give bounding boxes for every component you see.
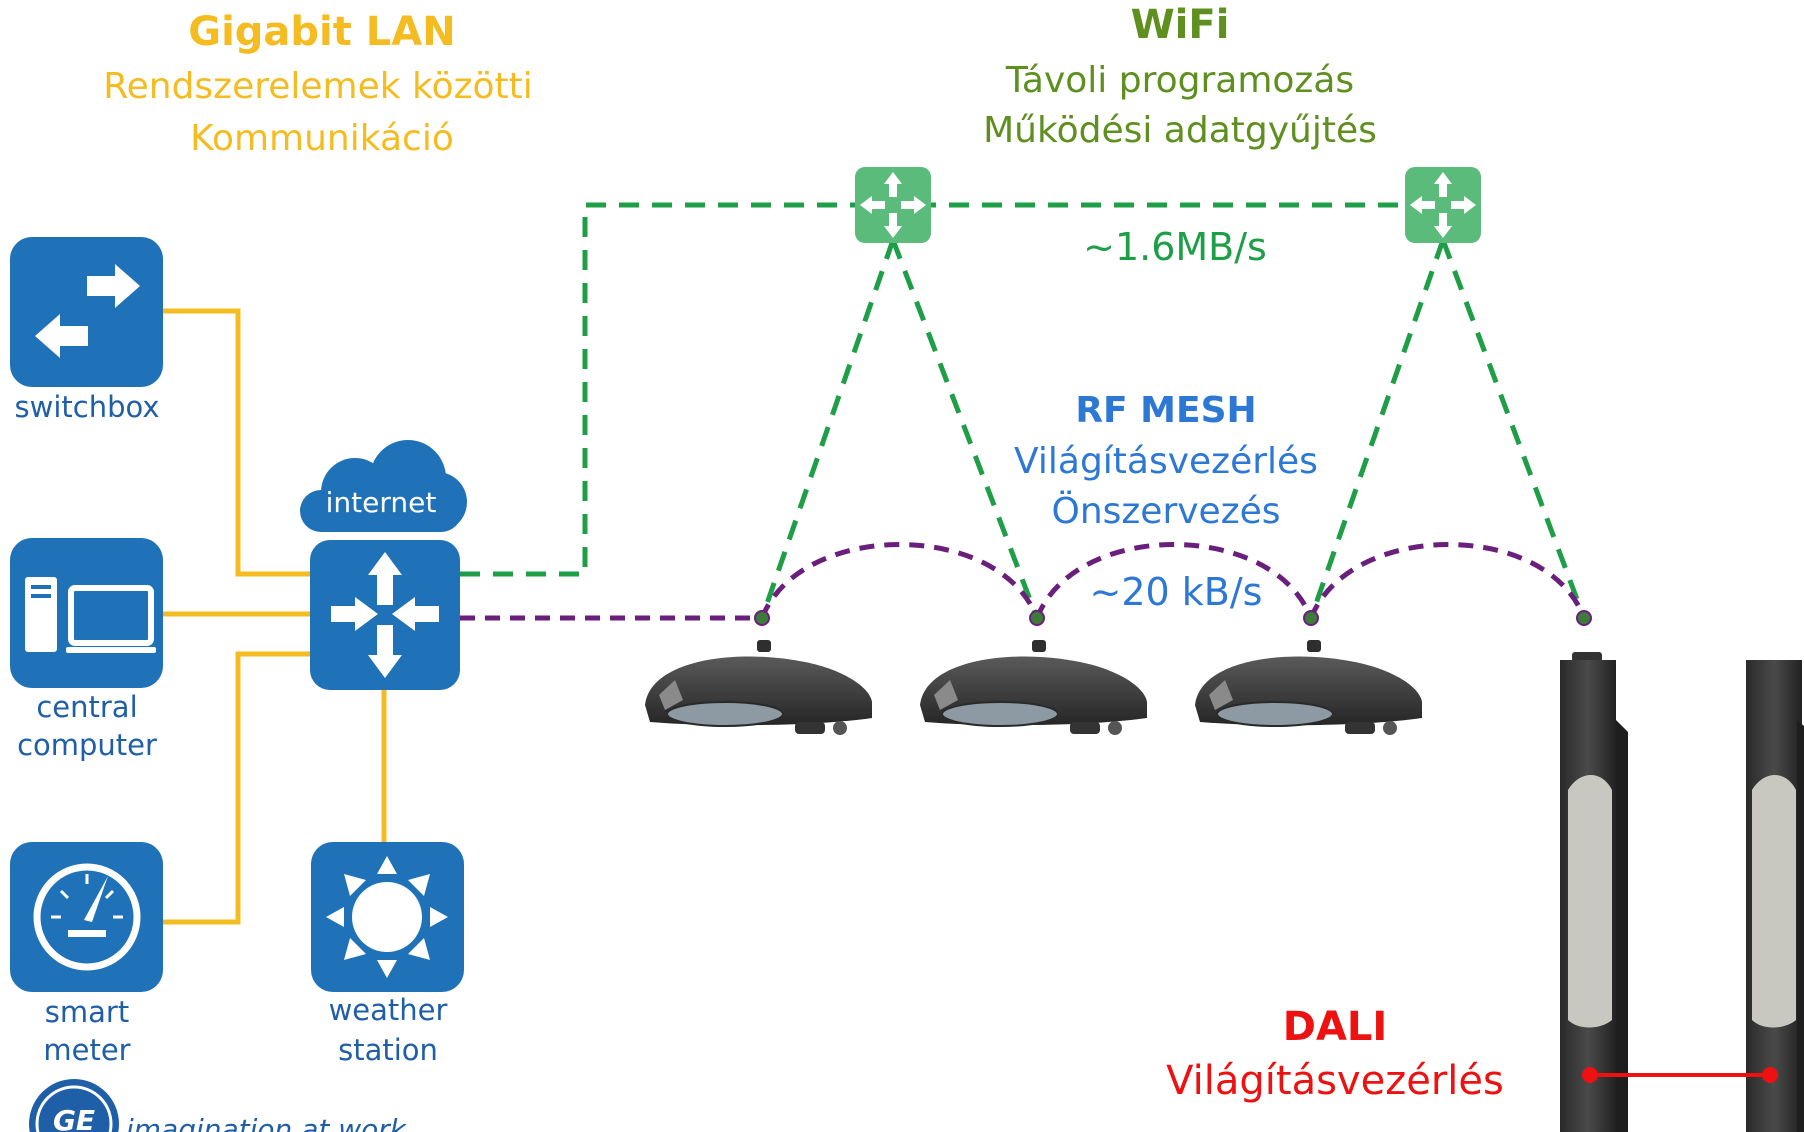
lan-connections: [163, 308, 387, 925]
rf-title: RF MESH: [1075, 390, 1256, 431]
ge-logo: GE imagination at work: [29, 1079, 408, 1132]
dali-title: DALI: [1283, 1004, 1388, 1050]
ge-logo-mark: GE: [53, 1104, 95, 1132]
mesh-arc-2: [1034, 542, 1314, 619]
wifi-link-1a: [759, 239, 896, 619]
wifi-title: WiFi: [1131, 2, 1230, 48]
wifi-speed: ~1.6MB/s: [1083, 225, 1267, 269]
weather-station-label-1: weather: [329, 993, 448, 1027]
bollard-icon[interactable]: [1560, 652, 1628, 1132]
central-computer-device[interactable]: [10, 538, 163, 688]
wifi-line2: Működési adatgyűjtés: [983, 110, 1377, 151]
rf-legend: RF MESH Világításvezérlés Önszervezés ~2…: [1014, 390, 1318, 614]
ge-tagline: imagination at work: [126, 1113, 408, 1132]
main-router[interactable]: [310, 540, 460, 690]
lan-line1: Rendszerelemek közötti: [103, 66, 533, 107]
wifi-router-tile: [1405, 167, 1481, 243]
switchbox-device[interactable]: [10, 237, 163, 387]
mesh-node: [1029, 610, 1045, 626]
rf-line1: Világításvezérlés: [1014, 441, 1318, 482]
central-computer-label-2: computer: [17, 728, 157, 762]
smart-meter-label-2: meter: [43, 1033, 130, 1067]
switchbox-label: switchbox: [15, 390, 160, 424]
wifi-router-1[interactable]: [855, 167, 931, 243]
gauge-icon: [33, 863, 141, 971]
wifi-line-backbone: [460, 202, 1445, 577]
wifi-legend: WiFi Távoli programozás Működési adatgyű…: [983, 2, 1377, 269]
wifi-line1: Távoli programozás: [1005, 60, 1354, 101]
mesh-nodes: [754, 610, 1592, 626]
mesh-node: [754, 610, 770, 626]
smart-meter-label-1: smart: [45, 995, 129, 1029]
device-labels: switchbox central computer smart meter w…: [15, 390, 448, 1067]
rf-line2: Önszervezés: [1051, 490, 1280, 532]
wifi-router-icon: [860, 172, 926, 238]
wifi-link-1b: [890, 239, 1040, 619]
wifi-link-2b: [1440, 239, 1587, 619]
central-computer-label-1: central: [36, 690, 137, 724]
main-router-tile: [310, 540, 460, 690]
mesh-arc-1: [759, 542, 1040, 619]
streetlight-icon[interactable]: [1195, 640, 1422, 735]
wifi-connections: [460, 202, 1587, 619]
rf-speed: ~20 kB/s: [1090, 570, 1263, 614]
wifi-router-tile: [855, 167, 931, 243]
lan-line2: Kommunikáció: [190, 118, 454, 159]
weather-station-label-2: station: [338, 1033, 438, 1067]
mesh-arc-3: [1308, 542, 1587, 619]
mesh-node: [1303, 610, 1319, 626]
streetlight-icon[interactable]: [920, 640, 1147, 735]
cloud-label: internet: [326, 486, 437, 519]
lan-line-smart-meter: [163, 651, 310, 925]
dali-connection: [1582, 1067, 1778, 1083]
bollard-icon[interactable]: [1746, 660, 1804, 1132]
lan-line-switchbox: [163, 308, 310, 577]
sun-icon: [326, 856, 448, 978]
lan-legend: Gigabit LAN Rendszerelemek közötti Kommu…: [103, 9, 533, 159]
dali-legend: DALI Világításvezérlés: [1166, 1004, 1504, 1104]
smart-meter-device[interactable]: [10, 842, 163, 992]
rf-mesh-connections: [460, 542, 1587, 621]
wifi-link-2a: [1308, 239, 1446, 619]
switchbox-tile: [10, 237, 163, 387]
computer-icon: [25, 577, 156, 653]
streetlight-icon[interactable]: [645, 640, 872, 735]
router-icon: [331, 552, 439, 678]
weather-station-device[interactable]: [311, 842, 464, 992]
cloud-icon: [300, 440, 467, 532]
wifi-router-2[interactable]: [1405, 167, 1481, 243]
mesh-node: [1576, 610, 1592, 626]
dali-line1: Világításvezérlés: [1166, 1058, 1504, 1104]
switch-arrows-icon: [35, 264, 140, 358]
lan-title: Gigabit LAN: [188, 9, 455, 55]
wifi-router-icon: [1410, 172, 1476, 238]
